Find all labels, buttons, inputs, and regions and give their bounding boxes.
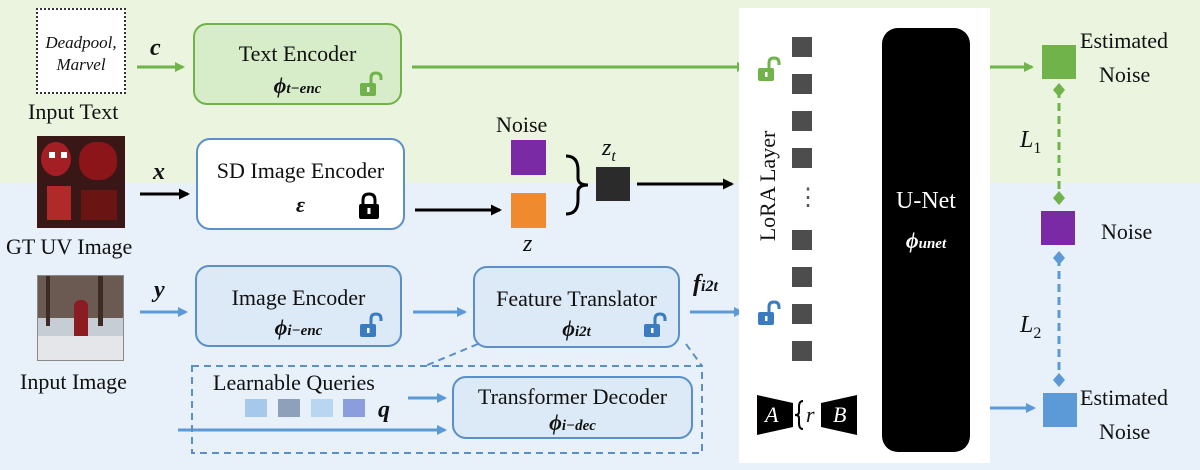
image-var-x: x [153,159,165,185]
transformer-decoder-box: Transformer Decoder ϕi−dec [452,376,693,439]
z-square [511,193,546,228]
lora-block [792,267,812,287]
f-i2t-label: fi2t [693,271,718,297]
lora-block [792,341,812,361]
sd-image-encoder-symbol: ε [295,192,306,217]
lora-r-label: r [806,402,815,427]
query-token [343,399,365,417]
noise-right-label: Noise [1101,219,1153,244]
unlock-icon [758,56,781,81]
input-text-line-2: Marvel [56,55,106,74]
input-text-line-1: Deadpool, [45,33,117,52]
lora-block [792,304,812,324]
noise-square [511,140,546,175]
estimated-noise-bottom-square [1043,393,1077,427]
query-token [245,399,267,417]
lora-layer-label: LoRA Layer [755,130,780,242]
lock-icon [359,192,379,219]
unet-symbol: ϕunet [905,228,947,253]
query-token [311,399,333,417]
lora-decomposition-shape [757,395,857,435]
image-encoder-box: Image Encoder ϕi−enc [195,265,402,347]
input-text-box [36,8,126,94]
input-image [37,275,124,361]
estimated-noise-bottom-line-1: Estimated [1080,385,1168,410]
image-encoder-title: Image Encoder [231,285,366,310]
image-encoder-symbol: ϕi−enc [274,315,323,340]
feature-translator-box: Feature Translator ϕi2t [473,266,680,348]
transformer-decoder-symbol: ϕi−dec [549,410,596,435]
text-var-c: c [150,35,161,61]
feature-translator-title: Feature Translator [496,286,657,311]
unlock-icon [758,300,781,325]
zt-square [596,167,630,201]
unlock-icon [360,312,383,337]
image-var-y: y [154,277,165,303]
sd-image-encoder-title: SD Image Encoder [216,158,385,183]
text-encoder-title: Text Encoder [238,41,357,66]
noise-label: Noise [496,112,548,137]
gt-uv-image [37,136,125,228]
unlock-icon [360,71,383,96]
text-encoder-symbol: ϕt−enc [273,73,322,98]
lora-block [792,148,812,168]
text-encoder-box: Text Encoder ϕt−enc [193,23,402,105]
lora-b-label: B [833,402,847,427]
noise-right-square [1041,211,1075,245]
unet-title: U-Net [896,188,956,214]
lora-block [792,230,812,250]
input-text-caption: Input Text [28,99,119,124]
unet-block: U-Net ϕunet [882,28,970,452]
estimated-noise-top-line-2: Noise [1099,62,1151,87]
loss-l1-label: L1 [1020,127,1042,157]
input-image-caption: Input Image [20,369,127,394]
estimated-noise-top-square [1042,45,1076,79]
z-label: z [523,231,533,257]
transformer-decoder-title: Transformer Decoder [477,384,668,409]
zt-label: zt [602,135,616,165]
lora-ellipsis: ⋮ [796,185,820,211]
lora-a-label: A [765,402,779,427]
feature-translator-symbol: ϕi2t [562,316,591,341]
estimated-noise-bottom-line-2: Noise [1099,419,1151,444]
lora-block [792,74,812,94]
sd-image-encoder-box: SD Image Encoder ε [196,138,405,230]
lora-block [792,111,812,131]
gt-uv-caption: GT UV Image [6,234,133,259]
loss-l2-label: L2 [1020,312,1042,342]
query-var-q: q [378,397,390,423]
unlock-icon [644,312,667,337]
query-token [278,399,300,417]
lora-block [792,37,812,57]
learnable-queries-label: Learnable Queries [213,370,375,395]
estimated-noise-top-line-1: Estimated [1080,28,1168,53]
